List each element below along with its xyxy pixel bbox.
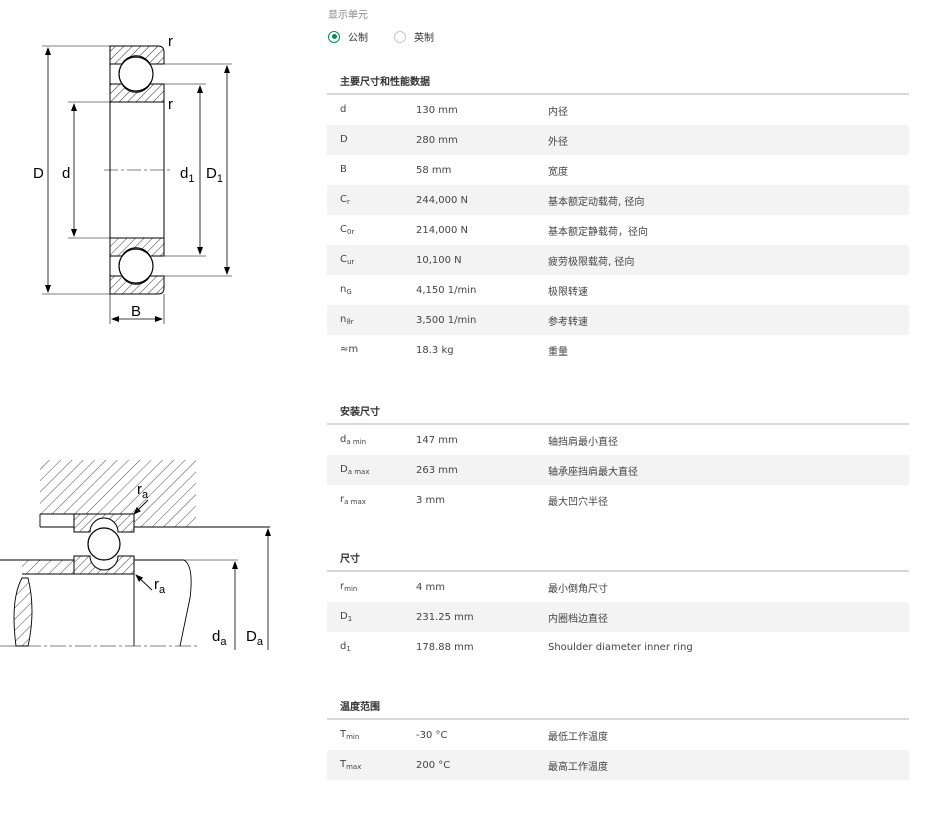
unit-option-label: 英制 — [414, 33, 434, 44]
bearing-section-drawing: r r D d d1 D1 B — [33, 33, 232, 324]
unit-selector-title: 显示单元 — [328, 10, 368, 21]
section-dimensions: 尺寸 rmin 4 mm 最小倒角尺寸 D1 231.25 mm 内圈档边直径 d1 17… — [327, 550, 909, 662]
symbol-cell: nG — [340, 284, 352, 296]
section-mounting-dimensions: 安装尺寸 da min 147 mm 轴挡肩最小直径 Da max 263 mm 轴承座… — [327, 403, 909, 515]
value-cell: 263 mm — [416, 464, 458, 476]
value-cell: -30 °C — [416, 729, 448, 741]
label-r-top: r — [168, 33, 173, 50]
value-cell: 244,000 N — [416, 194, 469, 206]
description-cell: 最大凹穴半径 — [548, 496, 608, 508]
value-cell: 130 mm — [416, 104, 458, 116]
description-cell: 轴挡肩最小直径 — [548, 436, 618, 448]
mounting-drawing: ra ra da Da — [0, 460, 271, 650]
symbol-cell: d1 — [340, 641, 351, 653]
table-row: d1 178.88 mm Shoulder diameter inner ring — [327, 632, 909, 662]
value-cell: 214,000 N — [416, 224, 469, 236]
label-d1: d1 — [180, 165, 194, 185]
value-cell: 147 mm — [416, 434, 458, 446]
table-row: Tmin -30 °C 最低工作温度 — [327, 720, 909, 750]
table-row: ra max 3 mm 最大凹穴半径 — [327, 485, 909, 515]
symbol-cell: D1 — [340, 611, 353, 623]
value-cell: 178.88 mm — [416, 641, 474, 653]
unit-option-metric[interactable]: 公制 — [328, 29, 368, 44]
label-D: D — [33, 165, 44, 182]
description-cell: 极限转速 — [548, 286, 588, 298]
label-ra-top: ra — [137, 481, 149, 501]
symbol-cell: da min — [340, 434, 367, 446]
table-row: nG 4,150 1/min 极限转速 — [327, 275, 909, 305]
table-row: Cr 244,000 N 基本额定动载荷, 径向 — [327, 185, 909, 215]
value-cell: 4,150 1/min — [416, 284, 477, 296]
value-cell: 280 mm — [416, 134, 458, 146]
symbol-cell: d — [340, 104, 347, 115]
label-da: da — [212, 628, 227, 648]
label-r-mid: r — [168, 96, 173, 113]
table-row: Da max 263 mm 轴承座挡肩最大直径 — [327, 455, 909, 485]
symbol-cell: D — [340, 134, 348, 145]
table-row: da min 147 mm 轴挡肩最小直径 — [327, 425, 909, 455]
table-row: C0r 214,000 N 基本额定静载荷，径向 — [327, 215, 909, 245]
description-cell: 轴承座挡肩最大直径 — [548, 466, 638, 478]
value-cell: 58 mm — [416, 164, 452, 176]
description-cell: 最低工作温度 — [548, 731, 608, 743]
symbol-cell: C0r — [340, 224, 355, 236]
description-cell: Shoulder diameter inner ring — [548, 641, 693, 653]
label-D1: D1 — [206, 165, 223, 185]
section-temperature-range: 温度范围 Tmin -30 °C 最低工作温度 Tmax 200 °C 最高工作温度 — [327, 698, 909, 780]
symbol-cell: Da max — [340, 464, 370, 476]
table-row: D1 231.25 mm 内圈档边直径 — [327, 602, 909, 632]
value-cell: 18.3 kg — [416, 344, 454, 356]
unit-option-imperial[interactable]: 英制 — [394, 29, 434, 44]
section-title: 主要尺寸和性能数据 — [327, 73, 909, 95]
symbol-cell: ≈m — [340, 344, 359, 355]
symbol-cell: B — [340, 164, 347, 175]
section-title: 安装尺寸 — [327, 403, 909, 425]
section-title: 尺寸 — [327, 550, 909, 572]
table-row: d 130 mm 内径 — [327, 95, 909, 125]
value-cell: 200 °C — [416, 759, 451, 771]
unit-selector: 显示单元 公制 英制 — [328, 6, 460, 44]
description-cell: 最小倒角尺寸 — [548, 583, 608, 595]
table-row: nϑr 3,500 1/min 参考转速 — [327, 305, 909, 335]
label-ra-bottom: ra — [154, 576, 166, 596]
table-row: Cur 10,100 N 疲劳极限载荷, 径向 — [327, 245, 909, 275]
symbol-cell: Cr — [340, 194, 350, 206]
value-cell: 4 mm — [416, 581, 446, 593]
description-cell: 内径 — [548, 106, 568, 118]
label-Da: Da — [246, 628, 264, 648]
section-main-dimensions: 主要尺寸和性能数据 d 130 mm 内径 D 280 mm 外径 B 58 mm 宽度 C… — [327, 73, 909, 365]
description-cell: 外径 — [548, 136, 568, 148]
symbol-cell: Tmin — [340, 729, 360, 741]
label-d: d — [62, 165, 70, 182]
unit-radio-group: 公制 英制 — [328, 29, 460, 44]
symbol-cell: nϑr — [340, 314, 354, 326]
symbol-cell: Tmax — [340, 759, 362, 771]
description-cell: 基本额定动载荷, 径向 — [548, 196, 645, 208]
bearing-diagrams: r r D d d1 D1 B — [0, 33, 271, 650]
radio-unselected-icon[interactable] — [394, 30, 406, 43]
description-cell: 宽度 — [548, 166, 568, 178]
table-row: rmin 4 mm 最小倒角尺寸 — [327, 572, 909, 602]
unit-option-label: 公制 — [348, 33, 368, 44]
description-cell: 参考转速 — [548, 316, 588, 328]
table-row: Tmax 200 °C 最高工作温度 — [327, 750, 909, 780]
description-cell: 内圈档边直径 — [548, 613, 608, 625]
description-cell: 重量 — [548, 346, 568, 358]
value-cell: 10,100 N — [416, 254, 462, 266]
table-row: B 58 mm 宽度 — [327, 155, 909, 185]
symbol-cell: ra max — [340, 494, 366, 506]
symbol-cell: Cur — [340, 254, 355, 266]
section-title: 温度范围 — [327, 698, 909, 720]
table-row: ≈m 18.3 kg 重量 — [327, 335, 909, 365]
description-cell: 基本额定静载荷，径向 — [548, 226, 648, 238]
value-cell: 3,500 1/min — [416, 314, 477, 326]
value-cell: 231.25 mm — [416, 611, 474, 623]
label-B: B — [131, 303, 141, 320]
symbol-cell: rmin — [340, 581, 358, 593]
description-cell: 疲劳极限载荷, 径向 — [548, 256, 635, 268]
value-cell: 3 mm — [416, 494, 446, 506]
radio-selected-icon[interactable] — [328, 30, 340, 43]
description-cell: 最高工作温度 — [548, 761, 608, 773]
table-row: D 280 mm 外径 — [327, 125, 909, 155]
